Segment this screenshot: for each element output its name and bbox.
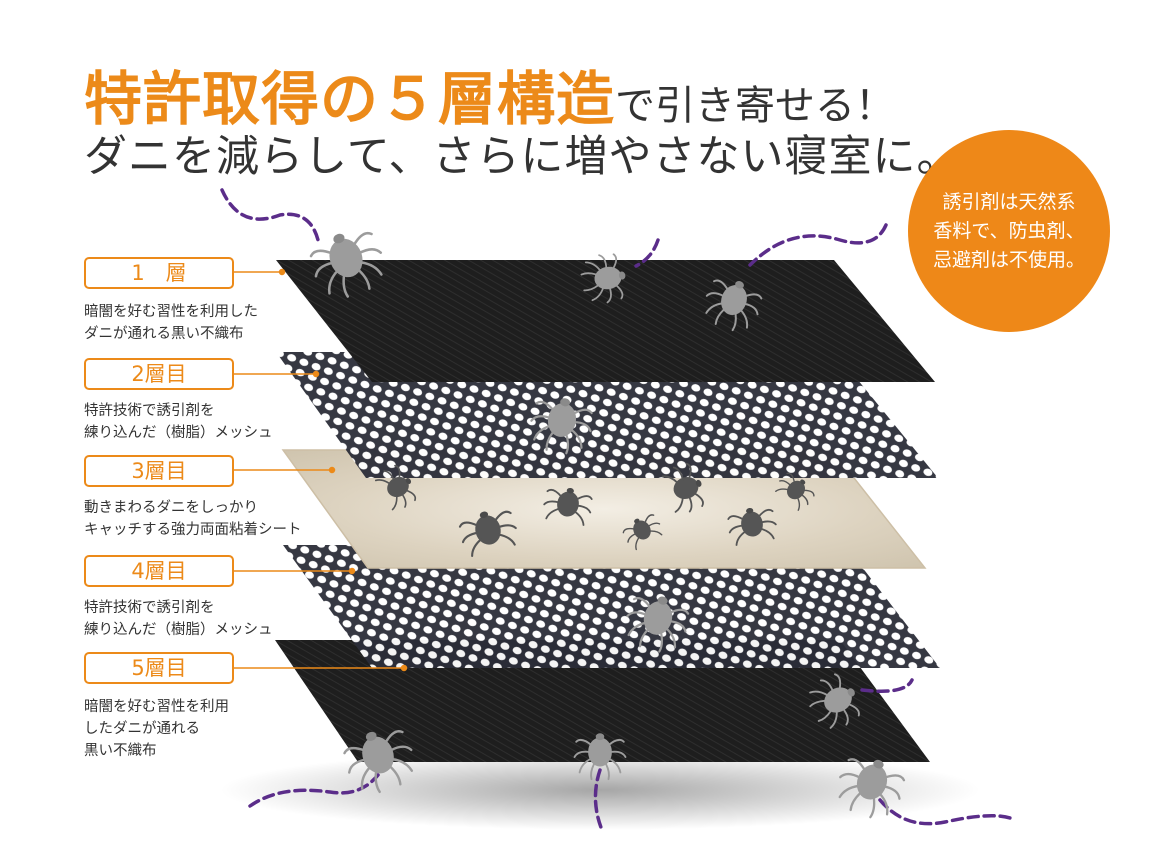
layer-2-desc-line-1: 特許技術で誘引剤を <box>84 403 215 419</box>
headline-highlight: 特許取得の５層構造 <box>84 65 616 133</box>
layer-3-label: 3層目 <box>84 455 234 487</box>
layer-3-desc: 動きまわるダニをしっかり キャッチする強力両面粘着シート <box>84 497 302 541</box>
layer-5-fabric <box>275 640 930 762</box>
layer-4-desc: 特許技術で誘引剤を 練り込んだ（樹脂）メッシュ <box>84 597 273 641</box>
layer-4-desc-line-1: 特許技術で誘引剤を <box>84 600 215 616</box>
layer-4-desc-line-2: 練り込んだ（樹脂）メッシュ <box>84 622 273 638</box>
layer-1-label: 1 層 <box>84 257 234 289</box>
layer-4-mesh <box>283 545 940 668</box>
layer-1-desc-line-1: 暗闇を好む習性を利用した <box>84 304 258 320</box>
layer-1-desc: 暗闇を好む習性を利用した ダニが通れる黒い不織布 <box>84 301 258 345</box>
mite-trails <box>220 188 1012 832</box>
layer-5-desc: 暗闇を好む習性を利用 したダニが通れる 黒い不織布 <box>84 696 229 762</box>
headline-subline: ダニを減らして、さらに増やさない寝室に。 <box>84 132 961 182</box>
layer-2-desc: 特許技術で誘引剤を 練り込んだ（樹脂）メッシュ <box>84 400 273 444</box>
layer-4-label: 4層目 <box>84 555 234 587</box>
layer-3-desc-line-1: 動きまわるダニをしっかり <box>84 500 258 516</box>
layer-3-desc-line-2: キャッチする強力両面粘着シート <box>84 522 302 538</box>
layer-5-label: 5層目 <box>84 652 234 684</box>
layer-1-fabric <box>276 260 935 382</box>
layer-2-label: 2層目 <box>84 358 234 390</box>
badge-line-1: 誘引剤は天然系 <box>942 190 1076 213</box>
headline: 特許取得の５層構造で引き寄せる！ <box>84 52 895 136</box>
layer-2-mesh <box>276 352 938 478</box>
badge-line-2: 香料で、防虫剤、 <box>933 219 1085 242</box>
badge-line-3: 忌避剤は不使用。 <box>932 248 1085 271</box>
leader-lines <box>234 268 408 672</box>
headline-rest: で引き寄せる！ <box>615 83 896 129</box>
layer-5-desc-line-3: 黒い不織布 <box>84 743 157 759</box>
layer-1-desc-line-2: ダニが通れる黒い不織布 <box>84 326 244 342</box>
feature-badge: 誘引剤は天然系 香料で、防虫剤、 忌避剤は不使用。 <box>908 130 1110 332</box>
layer-5-desc-line-2: したダニが通れる <box>84 721 200 737</box>
layer-2-desc-line-2: 練り込んだ（樹脂）メッシュ <box>84 425 273 441</box>
layer-5-desc-line-1: 暗闇を好む習性を利用 <box>84 699 229 715</box>
